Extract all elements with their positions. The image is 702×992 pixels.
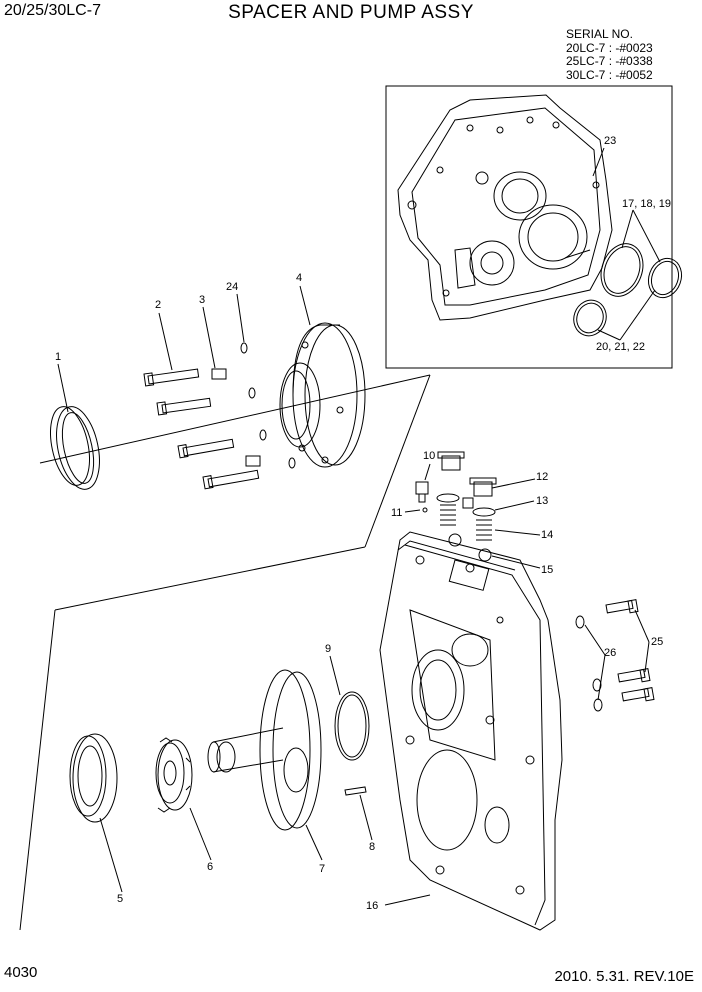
callout-12: 12 — [536, 471, 548, 483]
page-title: SPACER AND PUMP ASSY — [228, 2, 474, 23]
dowel-pin — [211, 368, 227, 380]
part-gear — [155, 737, 193, 813]
pin-8 — [344, 786, 367, 796]
callout-6: 6 — [207, 861, 213, 873]
serial-line: 30LC-7 : -#0052 — [566, 67, 653, 82]
washer — [240, 342, 248, 354]
callout-26: 26 — [604, 647, 616, 659]
callout-11: 11 — [391, 507, 402, 519]
page-number: 4030 — [4, 964, 38, 981]
callout-5: 5 — [117, 893, 123, 905]
callout-7: 7 — [319, 863, 325, 875]
serial-line: 20LC-7 : -#0023 — [566, 40, 653, 55]
o-ring-9 — [334, 691, 370, 761]
inset-frame — [385, 85, 673, 369]
callout-14: 14 — [541, 529, 553, 541]
serial-number-block: SERIAL NO. 20LC-7 : -#0023 25LC-7 : -#03… — [566, 27, 653, 82]
valve-parts — [415, 451, 497, 562]
callout-17-18-19: 17, 18, 19 — [622, 198, 671, 210]
part-gear-ring — [69, 733, 118, 823]
callout-16: 16 — [366, 900, 378, 912]
callout-13: 13 — [536, 495, 548, 507]
model-code: 20/25/30LC-7 — [4, 2, 101, 19]
o-ring-18 — [647, 257, 683, 299]
bolt-set-2 — [143, 368, 260, 490]
serial-heading: SERIAL NO. — [566, 27, 633, 41]
callout-3: 3 — [199, 294, 205, 306]
callout-25: 25 — [651, 636, 663, 648]
callout-9: 9 — [325, 643, 331, 655]
callout-20-21-22: 20, 21, 22 — [596, 341, 645, 353]
callout-15: 15 — [541, 564, 553, 576]
revision-date: 2010. 5.31. REV.10E — [554, 968, 694, 985]
serial-line: 25LC-7 : -#0338 — [566, 54, 653, 68]
callout-2: 2 — [155, 299, 161, 311]
o-ring-20 — [573, 299, 607, 337]
part-main-plate — [379, 531, 563, 931]
callout-10: 10 — [423, 450, 435, 462]
part-oil-seal — [50, 406, 100, 490]
callout-24: 24 — [226, 281, 238, 293]
o-ring-17 — [600, 243, 644, 297]
callout-1: 1 — [55, 351, 61, 363]
inset-housing — [397, 94, 613, 321]
part-spacer-housing — [279, 322, 366, 468]
callout-4: 4 — [296, 272, 302, 284]
callout-23: 23 — [604, 135, 616, 147]
callout-8: 8 — [369, 841, 375, 853]
part-pump-shaft — [207, 669, 322, 831]
